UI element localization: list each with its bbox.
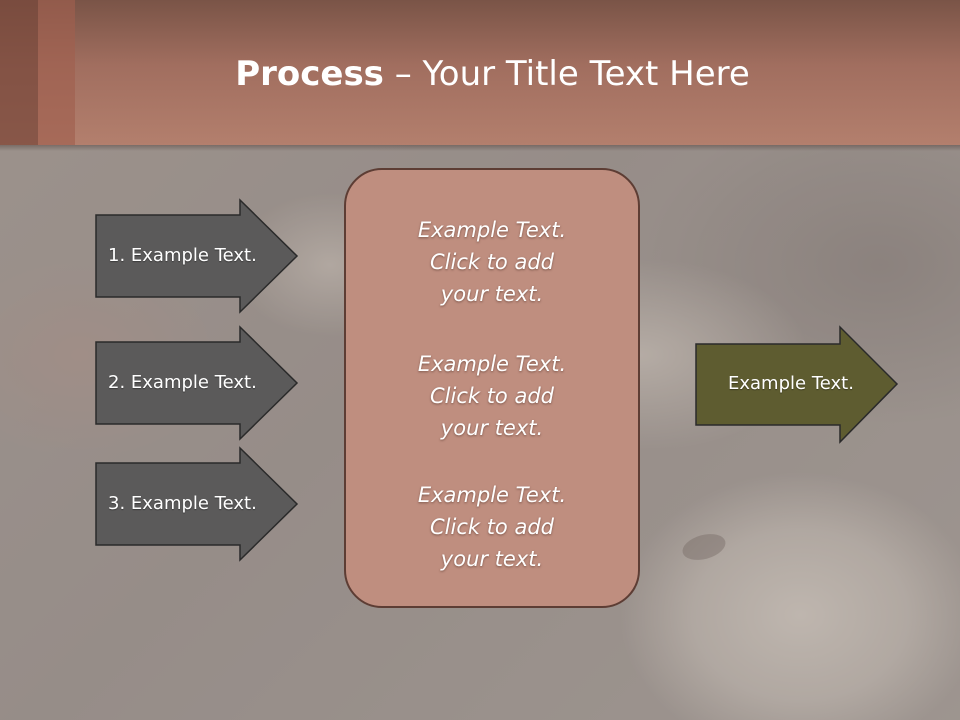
arrow-shape	[695, 325, 899, 444]
step-arrow-1[interactable]: 1. Example Text.	[95, 198, 300, 319]
title-rest: – Your Title Text Here	[383, 54, 750, 94]
header-shadow	[0, 145, 960, 151]
text-line: Example Text.	[417, 352, 567, 376]
text-line: Example Text.	[417, 483, 567, 507]
step-label: 1. Example Text.	[108, 245, 257, 266]
step-label: 2. Example Text.	[108, 372, 257, 393]
step-arrow-3[interactable]: 3. Example Text.	[95, 446, 300, 567]
title-bold: Process	[235, 54, 384, 94]
header-accent-band	[0, 0, 38, 145]
step-label: 3. Example Text.	[108, 493, 257, 514]
output-label: Example Text.	[728, 373, 854, 394]
text-line: your text.	[440, 547, 544, 571]
text-block-2: Example Text. Click to add your text.	[346, 348, 638, 444]
arrow-shape	[95, 325, 299, 441]
header-bar	[0, 0, 960, 145]
text-line: your text.	[440, 282, 544, 306]
slide-title[interactable]: Process – Your Title Text Here	[0, 50, 960, 98]
step-arrow-2[interactable]: 2. Example Text.	[95, 325, 300, 446]
text-line: Click to add	[429, 250, 554, 274]
arrow-shape	[95, 198, 299, 314]
text-line: Click to add	[429, 515, 554, 539]
header-accent-band	[38, 0, 75, 145]
text-line: your text.	[440, 416, 544, 440]
text-line: Example Text.	[417, 218, 567, 242]
center-text-box[interactable]: Example Text. Click to add your text. Ex…	[344, 168, 640, 608]
arrow-shape	[95, 446, 299, 562]
text-line: Click to add	[429, 384, 554, 408]
text-block-1: Example Text. Click to add your text.	[346, 214, 638, 310]
output-arrow[interactable]: Example Text.	[695, 325, 900, 446]
text-block-3: Example Text. Click to add your text.	[346, 479, 638, 575]
